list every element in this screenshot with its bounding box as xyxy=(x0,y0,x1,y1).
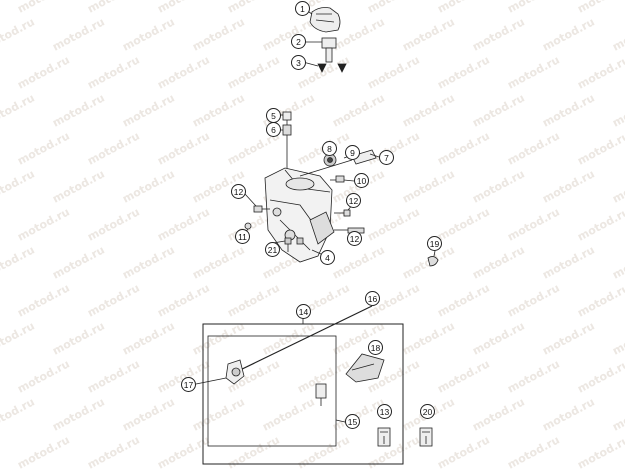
callout-3: 3 xyxy=(291,55,306,70)
part-7-rod-icon xyxy=(299,149,377,177)
callout-19: 19 xyxy=(427,236,442,251)
part-17-sensor-icon xyxy=(195,359,245,385)
callout-9: 9 xyxy=(345,145,360,160)
callout-4: 4 xyxy=(320,250,335,265)
part-12-bolt-left-icon xyxy=(253,205,270,213)
callout-12-left: 12 xyxy=(231,184,246,199)
part-18-plate-icon xyxy=(345,353,385,383)
callout-7: 7 xyxy=(379,150,394,165)
callout-15: 15 xyxy=(345,414,360,429)
callout-12-lower: 12 xyxy=(347,231,362,246)
callout-21: 21 xyxy=(265,242,280,257)
callout-1: 1 xyxy=(295,1,310,16)
callout-17: 17 xyxy=(181,377,196,392)
callout-10: 10 xyxy=(354,173,369,188)
kit-inner-box xyxy=(207,335,337,447)
callout-12-right: 12 xyxy=(346,193,361,208)
part-2-bracket-icon xyxy=(321,37,337,63)
part-12-bolt-right-icon xyxy=(334,209,351,217)
part-1-shift-lever-icon xyxy=(309,7,341,33)
part-11-washer-icon xyxy=(244,222,252,230)
callout-13: 13 xyxy=(377,404,392,419)
part-8-cap-icon xyxy=(323,153,337,167)
part-6-nut-icon xyxy=(282,124,292,136)
callout-14: 14 xyxy=(296,304,311,319)
part-20-kit-icon xyxy=(419,427,433,447)
part-13-kit-icon xyxy=(377,427,391,447)
part-3-pins-icon xyxy=(317,63,347,73)
callout-2: 2 xyxy=(291,34,306,49)
callout-18: 18 xyxy=(368,340,383,355)
callout-11: 11 xyxy=(235,229,250,244)
part-5-screw-icon xyxy=(282,111,292,170)
part-16-cable-icon xyxy=(235,305,373,373)
callout-8: 8 xyxy=(322,141,337,156)
callout-6: 6 xyxy=(266,122,281,137)
part-19-clip-icon xyxy=(427,256,439,267)
part-10-screw-icon xyxy=(330,175,345,183)
connector-icon xyxy=(315,383,327,406)
callout-20: 20 xyxy=(420,404,435,419)
callout-5: 5 xyxy=(266,108,281,123)
callout-16: 16 xyxy=(365,291,380,306)
